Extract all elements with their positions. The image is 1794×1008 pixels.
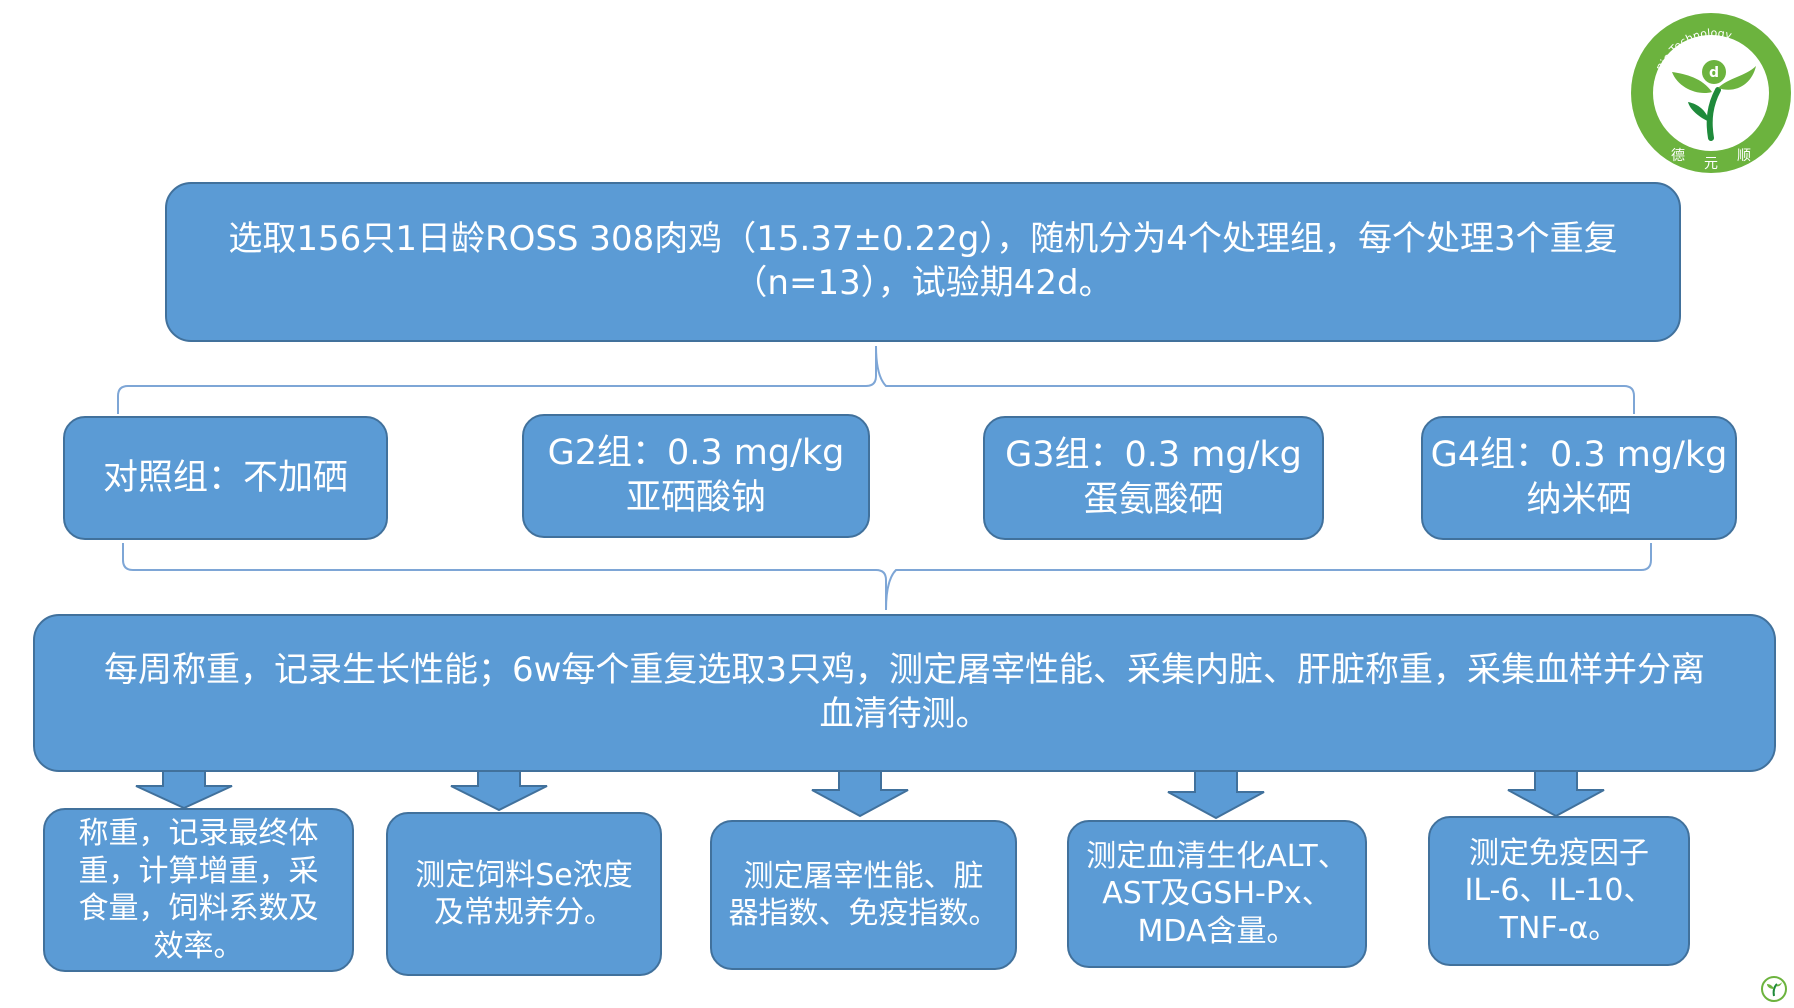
measure-line: 效率。 bbox=[153, 928, 244, 964]
down-arrow-icon bbox=[811, 769, 909, 818]
procedure-line-2: 血清待测。 bbox=[819, 694, 990, 734]
setup-line-1: 选取156只1日龄ROSS 308肉鸡（15.37±0.22g），随机分为4个处… bbox=[228, 219, 1618, 260]
group-line-1: 对照组：不加硒 bbox=[102, 457, 348, 498]
logo-char: 元 bbox=[1704, 156, 1718, 172]
measure-feed-box: 测定饲料Se浓度 及常规养分。 bbox=[386, 812, 662, 976]
procedure-box: 每周称重，记录生长性能；6w每个重复选取3只鸡，测定屠宰性能、采集内脏、肝脏称重… bbox=[33, 614, 1776, 772]
down-arrow-icon bbox=[1167, 769, 1265, 820]
measure-serum-box: 测定血清生化ALT、 AST及GSH-Px、 MDA含量。 bbox=[1067, 820, 1367, 968]
measure-line: AST及GSH-Px、 bbox=[1102, 876, 1332, 912]
down-arrow-icon bbox=[450, 767, 548, 812]
bottom-bracket bbox=[122, 543, 1652, 611]
group-line-2: 亚硒酸钠 bbox=[625, 478, 766, 518]
measure-line: IL-6、IL-10、 bbox=[1464, 873, 1654, 909]
setup-line-2: （n=13），试验期42d。 bbox=[733, 263, 1113, 303]
group-line-1: G4组：0.3 mg/kg bbox=[1430, 435, 1728, 476]
measure-immune-box: 测定免疫因子 IL-6、IL-10、 TNF-α。 bbox=[1428, 816, 1690, 966]
measure-line: 称重，记录最终体 bbox=[78, 816, 319, 851]
group-line-2: 蛋氨酸硒 bbox=[1083, 480, 1224, 520]
experiment-setup-box: 选取156只1日龄ROSS 308肉鸡（15.37±0.22g），随机分为4个处… bbox=[165, 182, 1681, 342]
group-line-1: G3组：0.3 mg/kg bbox=[1005, 435, 1302, 476]
logo-char: 德 bbox=[1671, 148, 1685, 164]
logo-char: 顺 bbox=[1737, 148, 1751, 164]
measure-line: 及常规养分。 bbox=[434, 895, 614, 930]
leaf-badge-icon bbox=[1761, 976, 1787, 1002]
measure-line: 测定血清生化ALT、 bbox=[1086, 838, 1348, 874]
group-control-box: 对照组：不加硒 bbox=[63, 416, 388, 540]
down-arrow-icon bbox=[135, 769, 233, 810]
measure-weight-box: 称重，记录最终体 重，计算增重，采 食量，饲料系数及 效率。 bbox=[43, 808, 354, 972]
measure-line: TNF-α。 bbox=[1499, 910, 1619, 946]
group-g2-box: G2组：0.3 mg/kg 亚硒酸钠 bbox=[522, 414, 870, 538]
down-arrow-icon bbox=[1507, 769, 1605, 818]
measure-line: 测定屠宰性能、脏 bbox=[743, 858, 984, 894]
company-logo: Bio-Technology d 德 元 顺 bbox=[1631, 13, 1791, 173]
logo-badge-letter: d bbox=[1709, 65, 1719, 81]
measure-line: 重，计算增重，采 bbox=[78, 853, 319, 889]
measure-line: 器指数、免疫指数。 bbox=[728, 896, 999, 931]
measure-line: 测定饲料Se浓度 bbox=[415, 857, 633, 893]
measure-line: 食量，饲料系数及 bbox=[78, 891, 319, 926]
group-g3-box: G3组：0.3 mg/kg 蛋氨酸硒 bbox=[983, 416, 1324, 540]
group-line-1: G2组：0.3 mg/kg bbox=[547, 433, 845, 474]
top-bracket bbox=[117, 345, 1635, 414]
measure-line: 测定免疫因子 bbox=[1468, 835, 1649, 871]
procedure-line-1: 每周称重，记录生长性能；6w每个重复选取3只鸡，测定屠宰性能、采集内脏、肝脏称重… bbox=[103, 650, 1706, 691]
measure-slaughter-box: 测定屠宰性能、脏 器指数、免疫指数。 bbox=[710, 820, 1017, 970]
group-line-2: 纳米硒 bbox=[1526, 480, 1632, 520]
group-g4-box: G4组：0.3 mg/kg 纳米硒 bbox=[1421, 416, 1737, 540]
measure-line: MDA含量。 bbox=[1137, 913, 1297, 949]
